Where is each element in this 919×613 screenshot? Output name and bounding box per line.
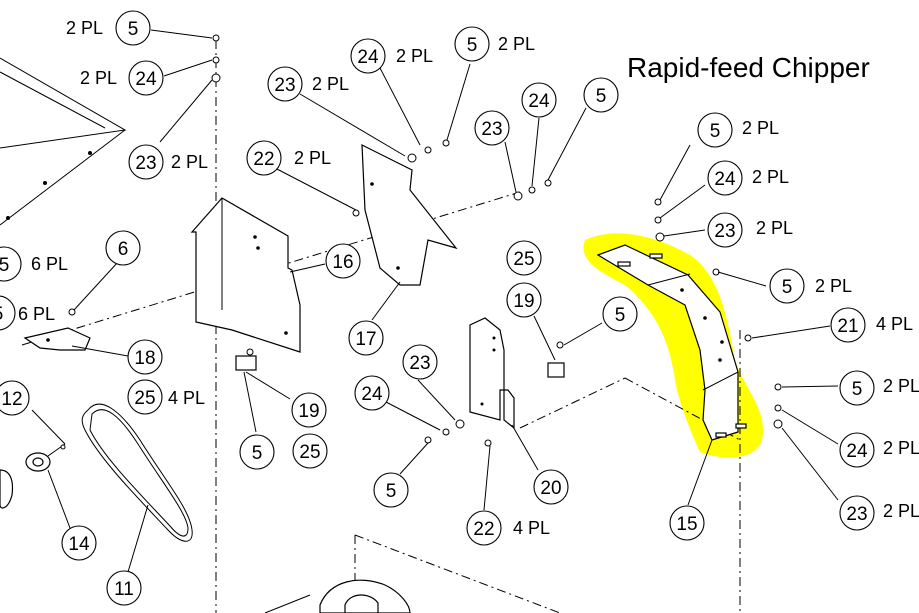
callout-23: 23 bbox=[714, 221, 735, 242]
part-15-chute bbox=[596, 244, 747, 441]
qty-label: 2 PL bbox=[80, 68, 117, 88]
callout-24: 24 bbox=[361, 384, 383, 405]
engine-fragment bbox=[264, 579, 411, 613]
part-11-belt bbox=[81, 403, 193, 542]
callout-25: 25 bbox=[299, 442, 320, 463]
callout-23: 23 bbox=[409, 353, 430, 374]
callout-11: 11 bbox=[114, 579, 134, 600]
callout-14: 14 bbox=[68, 534, 90, 555]
callout-5: 5 bbox=[0, 255, 9, 276]
balloons bbox=[0, 10, 875, 606]
callout-25: 25 bbox=[134, 388, 155, 409]
callout-23: 23 bbox=[481, 119, 502, 140]
callout-20: 20 bbox=[540, 478, 561, 499]
callout-5: 5 bbox=[128, 19, 139, 40]
qty-label: 2 PL bbox=[294, 148, 331, 168]
qty-label: 6 PL bbox=[31, 254, 68, 274]
callout-5: 5 bbox=[0, 304, 3, 325]
qty-label: 6 PL bbox=[18, 304, 55, 324]
callout-5: 5 bbox=[615, 305, 626, 326]
qty-label: 2 PL bbox=[171, 152, 208, 172]
qty-label: 2 PL bbox=[883, 438, 919, 458]
callout-24: 24 bbox=[135, 69, 157, 90]
part-16-bracket bbox=[190, 197, 301, 353]
callout-16: 16 bbox=[332, 252, 353, 273]
callout-24: 24 bbox=[846, 441, 868, 462]
callout-5: 5 bbox=[710, 121, 721, 142]
callout-5: 5 bbox=[852, 379, 863, 400]
callout-5: 5 bbox=[596, 86, 607, 107]
part-14-pulley bbox=[0, 443, 66, 509]
callout-19: 19 bbox=[298, 401, 319, 422]
qty-label: 4 PL bbox=[168, 388, 205, 408]
callout-24: 24 bbox=[714, 169, 736, 190]
callout-22: 22 bbox=[473, 519, 494, 540]
callout-18: 18 bbox=[134, 348, 155, 369]
callout-15: 15 bbox=[676, 514, 697, 535]
callout-24: 24 bbox=[357, 47, 379, 68]
part-17-shield bbox=[361, 144, 458, 286]
callout-23: 23 bbox=[846, 504, 867, 525]
qty-label: 4 PL bbox=[876, 314, 913, 334]
qty-label: 2 PL bbox=[498, 34, 535, 54]
qty-label: 4 PL bbox=[513, 518, 550, 538]
diagram-title: Rapid-feed Chipper bbox=[627, 52, 870, 83]
callout-23: 23 bbox=[274, 75, 295, 96]
callout-25: 25 bbox=[513, 249, 534, 270]
hopper bbox=[0, 57, 127, 226]
callout-19: 19 bbox=[513, 291, 534, 312]
callout-24: 24 bbox=[528, 91, 550, 112]
callout-5: 5 bbox=[467, 35, 478, 56]
qty-label: 2 PL bbox=[883, 376, 919, 396]
hardware-fasteners bbox=[60, 34, 783, 450]
callout-23: 23 bbox=[135, 153, 156, 174]
callout-12: 12 bbox=[1, 389, 22, 410]
callout-numbers: 5 24 23 24 5 23 22 23 24 5 5 24 23 5 6 1… bbox=[0, 19, 868, 600]
qty-label: 2 PL bbox=[756, 218, 793, 238]
qty-label: 2 PL bbox=[815, 276, 852, 296]
callout-22: 22 bbox=[253, 149, 274, 170]
qty-label: 2 PL bbox=[742, 118, 779, 138]
callout-21: 21 bbox=[837, 316, 858, 337]
qty-label: 2 PL bbox=[396, 46, 433, 66]
qty-label: 2 PL bbox=[752, 167, 789, 187]
quantity-labels: 2 PL 2 PL 2 PL 2 PL 2 PL 2 PL 2 PL 2 PL … bbox=[18, 18, 919, 538]
leader-lines bbox=[31, 29, 839, 573]
part-18-bracket bbox=[23, 327, 91, 351]
qty-label: 2 PL bbox=[312, 74, 349, 94]
callout-5: 5 bbox=[386, 481, 397, 502]
callout-5: 5 bbox=[252, 443, 263, 464]
part-20-plate bbox=[469, 317, 515, 430]
callout-6: 6 bbox=[118, 239, 129, 260]
qty-label: 2 PL bbox=[883, 501, 919, 521]
qty-label: 2 PL bbox=[66, 18, 103, 38]
callout-5: 5 bbox=[782, 277, 793, 298]
callout-17: 17 bbox=[355, 329, 376, 350]
